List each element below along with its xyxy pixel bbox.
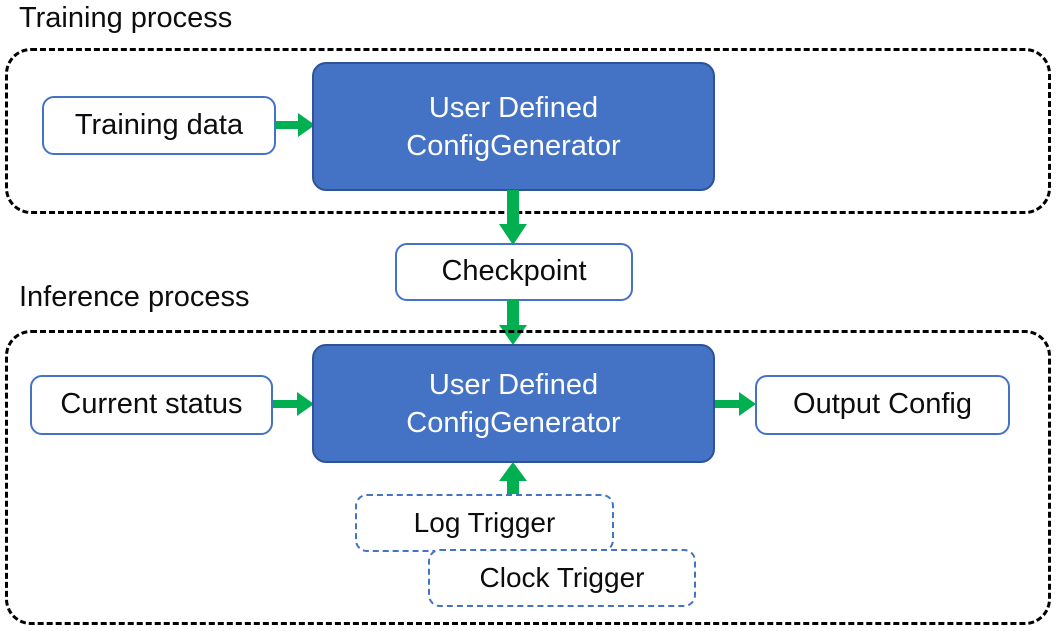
arrow-log-trigger-to-generator (498, 462, 528, 498)
clock-trigger-box[interactable]: Clock Trigger (428, 549, 696, 607)
arrow-training-data-to-generator (276, 112, 316, 138)
current-status-box[interactable]: Current status (30, 375, 273, 435)
generator-line-1: User Defined (428, 368, 599, 401)
training-process-title: Training process (19, 2, 233, 34)
checkpoint-box[interactable]: Checkpoint (395, 243, 633, 301)
training-process-container (5, 48, 1051, 214)
inference-process-container (5, 330, 1051, 625)
output-config-box[interactable]: Output Config (755, 375, 1010, 435)
inference-process-title: Inference process (19, 281, 250, 313)
generator-line-1: User Defined (428, 91, 599, 124)
inference-config-generator-box[interactable]: User Defined ConfigGenerator (312, 344, 715, 463)
arrow-current-status-to-generator (273, 391, 315, 417)
arrow-checkpoint-to-generator (498, 300, 528, 346)
generator-line-2: ConfigGenerator (406, 129, 621, 162)
arrow-generator-to-output-config (715, 391, 757, 417)
arrow-generator-to-checkpoint (498, 190, 528, 246)
log-trigger-box[interactable]: Log Trigger (355, 494, 614, 552)
training-config-generator-box[interactable]: User Defined ConfigGenerator (312, 62, 715, 191)
training-data-box[interactable]: Training data (42, 96, 276, 155)
generator-line-2: ConfigGenerator (406, 406, 621, 439)
